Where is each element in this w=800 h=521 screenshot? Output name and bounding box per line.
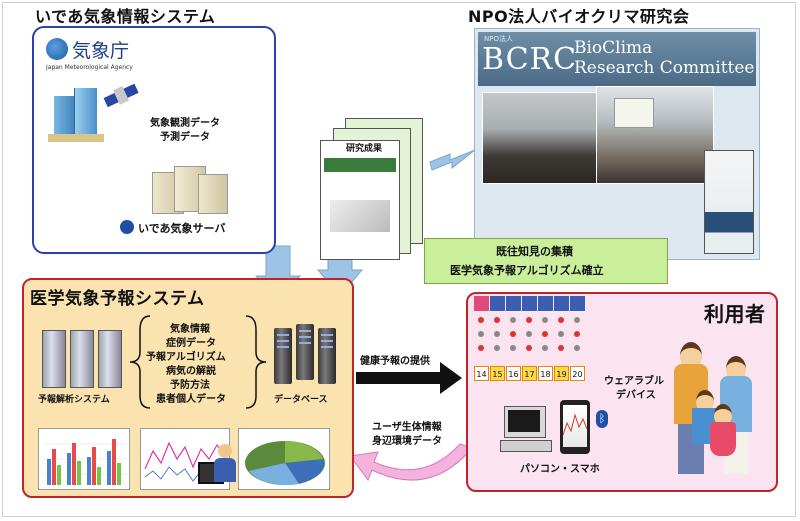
research-results-label: 研究成果 — [346, 144, 383, 154]
forecast-data-label: 予測データ — [160, 132, 210, 143]
medical-item-1: 症例データ — [166, 338, 216, 349]
projector-screen — [614, 98, 654, 128]
jma-logo: 気象庁 Japan Meteorological Agency — [46, 36, 166, 74]
idea-system-title: いであ気象情報システム — [35, 7, 216, 26]
research-doc-figure — [330, 200, 390, 232]
medical-system-title: 医学気象予報システム — [30, 289, 205, 309]
research-doc-banner — [324, 158, 396, 172]
bar-chart-thumbnail — [38, 428, 130, 490]
bcrc-name-line1: BioClima — [574, 38, 653, 58]
calendar-day-4: 18 — [538, 366, 553, 381]
book-cover — [704, 150, 754, 254]
forecast-calendar: 14 15 16 17 18 19 20 — [474, 296, 586, 394]
family-illustration — [666, 342, 770, 488]
medical-item-5: 患者個人データ — [156, 394, 226, 405]
arrow-forecast — [356, 362, 462, 394]
db-server-icon-3 — [318, 328, 336, 384]
idea-server-label: いであ気象サーバ — [138, 222, 226, 235]
database-label: データベース — [274, 395, 328, 405]
bluetooth-icon: ᛒ — [596, 410, 608, 428]
knowledge-line2: 医学気象予報アルゴリズム確立 — [450, 264, 604, 277]
db-server-icon-2 — [296, 324, 314, 380]
jma-logo-text: 気象庁 — [72, 40, 130, 62]
calendar-day-5: 19 — [554, 366, 569, 381]
medical-item-0: 気象情報 — [170, 324, 210, 335]
analysis-system-label: 予報解析システム — [38, 395, 110, 405]
obs-data-label: 気象観測データ — [150, 118, 220, 129]
doctor-at-pc-icon — [196, 444, 236, 490]
arrow-feedback — [349, 443, 473, 482]
idea-logo-icon — [120, 220, 134, 234]
analysis-server-icon — [42, 330, 124, 388]
pie-chart-thumbnail — [238, 428, 330, 490]
bcrc-banner — [478, 32, 756, 86]
calendar-day-6: 20 — [570, 366, 585, 381]
arrow-npo-to-docs — [429, 149, 476, 171]
db-server-icon-1 — [274, 328, 292, 384]
forecast-provision-label: 健康予報の提供 — [360, 356, 430, 367]
smartphone-icon — [560, 400, 590, 454]
bcrc-name-line2: Research Committee — [574, 58, 755, 78]
medical-item-4: 予防方法 — [170, 380, 210, 391]
users-title: 利用者 — [704, 302, 766, 326]
bcrc-logo: BCRC — [482, 42, 578, 77]
calendar-day-1: 15 — [490, 366, 505, 381]
wearable-label-1: ウェアラブル — [604, 376, 664, 387]
knowledge-line1: 既往知見の集積 — [496, 245, 573, 258]
npo-title: NPO法人バイオクリマ研究会 — [468, 7, 690, 26]
calendar-day-3: 17 — [522, 366, 537, 381]
jma-building-icon — [48, 88, 104, 142]
medical-item-2: 予報アルゴリズム — [146, 352, 226, 363]
feedback-line1: ユーザ生体情報 — [372, 422, 442, 433]
pc-smartphone-label: パソコン・スマホ — [520, 464, 600, 475]
calendar-day-0: 14 — [474, 366, 489, 381]
feedback-line2: 身辺環境データ — [372, 436, 442, 447]
jma-logo-icon — [46, 38, 68, 60]
bcrc-small-label: NPO法人 — [484, 35, 513, 43]
jma-logo-sub: Japan Meteorological Agency — [46, 64, 133, 71]
calendar-day-2: 16 — [506, 366, 521, 381]
medical-item-3: 病気の解説 — [166, 366, 216, 377]
weather-server-icon — [152, 166, 228, 214]
pc-icon — [500, 406, 554, 456]
knowledge-box — [424, 238, 668, 284]
wearable-label-2: デバイス — [616, 390, 656, 401]
